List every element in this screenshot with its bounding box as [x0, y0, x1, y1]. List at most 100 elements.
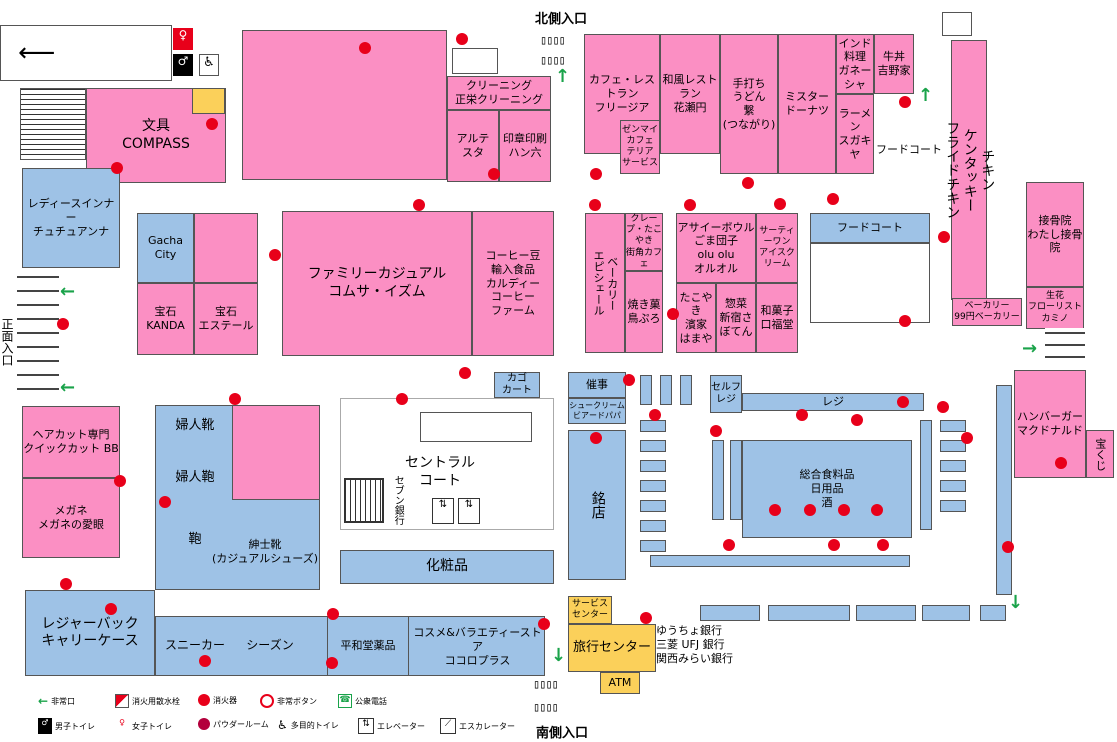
- extinguisher-dot: [456, 33, 468, 45]
- extinguisher-dot: [111, 162, 123, 174]
- extinguisher-dot: [871, 504, 883, 516]
- south-door-icon-2: ▯▯▯▯: [533, 700, 559, 714]
- legend-men: ♂男子トイレ: [38, 718, 95, 734]
- central-court-label: セントラル コート: [405, 455, 475, 489]
- legend-exit: ←非常口: [38, 694, 76, 708]
- store-esteru: 宝石 エステール: [194, 283, 258, 355]
- label-fujinkaban: 婦人鞄: [175, 470, 215, 485]
- extinguisher-dot: [769, 504, 781, 516]
- store-shoes-pink: [232, 405, 320, 500]
- extinguisher-dot: [937, 401, 949, 413]
- extinguisher-dot: [590, 432, 602, 444]
- shelf: [640, 500, 666, 512]
- south-entrance-label: 南側入口: [536, 726, 589, 741]
- extinguisher-dot: [229, 393, 241, 405]
- store-beard-papa: シュークリーム ビアードパパ: [568, 398, 626, 424]
- store-kesho: 化粧品: [340, 550, 554, 584]
- info-box: [192, 88, 225, 114]
- extinguisher-dot: [105, 603, 117, 615]
- shelf: [640, 480, 666, 492]
- extinguisher-dot: [838, 504, 850, 516]
- foodcourt-label-1: フードコート: [876, 143, 942, 157]
- foodcourt-label-2: フードコート: [810, 213, 930, 243]
- extinguisher-dot: [269, 249, 281, 261]
- seven-bank: セブン銀行: [392, 475, 404, 525]
- shelf: [730, 440, 742, 520]
- store-tutuanna: レディースインナー チュチュアンナ: [22, 168, 120, 268]
- store-comsa-ism: ファミリーカジュアル コムサ・イズム: [282, 211, 472, 356]
- exit-arrow-left-1: ←: [60, 281, 76, 302]
- store-quickcut-bb: ヘアカット専門 クイックカット BB: [22, 406, 120, 478]
- exit-arrow-up: ↑: [555, 66, 571, 87]
- store-koufukudou: 和菓子 口福堂: [756, 283, 798, 353]
- legend-accessible: ♿多目的トイレ: [277, 718, 339, 732]
- store-machikado-cafe: クレープ・たこやき 街角カフェ: [625, 213, 663, 271]
- store-kanzuien: 和風レストラン 花瀬円: [660, 34, 720, 154]
- front-door-icon: [17, 272, 59, 402]
- extinguisher-dot: [684, 199, 696, 211]
- legend-phone: ☎公衆電話: [338, 694, 387, 708]
- shelf: [650, 555, 910, 567]
- store-kaldi: コーヒー豆 輸入食品 カルディー コーヒー ファーム: [472, 211, 554, 356]
- legend-alarm: 非常ボタン: [260, 694, 317, 708]
- store-atm: ATM: [600, 672, 640, 694]
- shelf: [640, 420, 666, 432]
- extinguisher-dot: [774, 198, 786, 210]
- extinguisher-dot: [359, 42, 371, 54]
- label-kaban: 鞄: [188, 532, 202, 547]
- store-food-dept: 総合食料品 日用品 酒: [742, 440, 912, 538]
- store-self-reji: セルフ レジ: [710, 375, 742, 413]
- store-cleaning: クリーニング 正栄クリーニング: [447, 76, 551, 110]
- shelf: [660, 375, 672, 405]
- extinguisher-dot: [396, 393, 408, 405]
- store-large-block: [242, 30, 447, 180]
- legend-elevator: ⇅エレベーター: [358, 718, 425, 734]
- extinguisher-dot: [796, 409, 808, 421]
- store-mcdonalds: ハンバーガー マクドナルド: [1014, 370, 1086, 478]
- store-saboten: 惣菜 新宿さぼてん: [716, 283, 756, 353]
- extinguisher-dot: [114, 475, 126, 487]
- shelf: [980, 605, 1006, 621]
- women-toilet-icon: ♀: [173, 28, 193, 50]
- exit-arrow-left-2: ←: [60, 377, 76, 398]
- bank-list: ゆうちょ銀行 三菱 UFJ 銀行 関西みらい銀行: [656, 624, 733, 665]
- extinguisher-dot: [206, 118, 218, 130]
- store-oluolu: アサイーボウル ごま団子 olu olu オルオル: [676, 213, 756, 283]
- shelf: [680, 375, 692, 405]
- store-service-center: サービス センター: [568, 596, 612, 624]
- extinguisher-dot: [488, 168, 500, 180]
- extinguisher-dot: [640, 612, 652, 624]
- store-tsunagari: 手打ち うどん 繋 (つながり): [720, 34, 778, 174]
- exit-arrow-up-kfc: ↑: [918, 85, 934, 106]
- extinguisher-dot: [667, 308, 679, 320]
- escalator-central: [420, 412, 532, 442]
- extinguisher-dot: [1002, 541, 1014, 553]
- extinguisher-dot: [827, 193, 839, 205]
- extinguisher-dot: [60, 578, 72, 590]
- escalator-icon-top: [452, 48, 498, 74]
- store-ganesha: インド料理 ガネーシャ: [836, 34, 874, 94]
- extinguisher-dot: [899, 315, 911, 327]
- shelf: [940, 440, 966, 452]
- extinguisher-dot: [723, 539, 735, 551]
- store-mister-donut: ミスター ドーナツ: [778, 34, 836, 174]
- label-fujingutsu: 婦人靴: [175, 418, 215, 433]
- shelf: [940, 480, 966, 492]
- store-heiwado: 平和堂薬品: [327, 616, 409, 676]
- elevator-icon-1: ⇅: [432, 498, 454, 524]
- store-cocoplus: コスメ&バラエティーストア ココロプラス: [413, 626, 542, 667]
- store-camino: 生花 フローリスト カミノ: [1026, 287, 1084, 329]
- shelf: [920, 420, 932, 530]
- store-kfc: チキン ケンタッキー フライドチキン: [944, 40, 995, 300]
- extinguisher-dot: [877, 539, 889, 551]
- store-travel-center: 旅行センター: [568, 624, 656, 672]
- extinguisher-dot: [710, 425, 722, 437]
- south-door-icon: ▯▯▯▯: [533, 677, 559, 691]
- stairs-central-icon: [344, 478, 384, 523]
- north-entrance-label: 北側入口: [535, 12, 588, 27]
- shelf: [712, 440, 724, 520]
- store-aigan: メガネ メガネの愛眼: [22, 478, 120, 558]
- store-takarakuji: 宝くじ: [1086, 430, 1114, 478]
- kfc-door-icon: [942, 12, 972, 36]
- extinguisher-dot: [590, 168, 602, 180]
